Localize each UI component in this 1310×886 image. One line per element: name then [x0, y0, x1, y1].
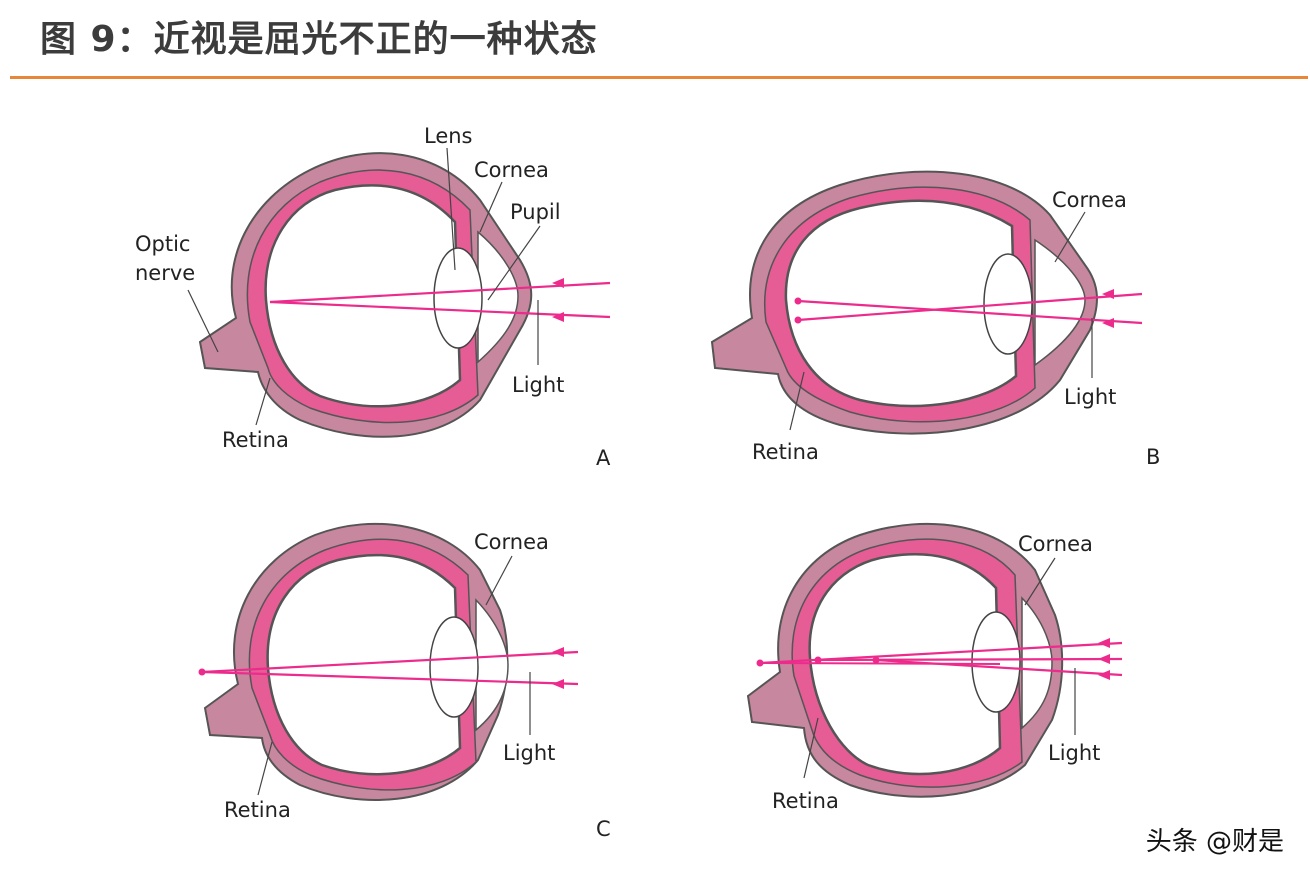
panel-letter-b: B	[1146, 445, 1160, 469]
label-cornea-d: Cornea	[1018, 532, 1093, 556]
label-retina-d: Retina	[772, 789, 839, 813]
title-divider	[10, 76, 1308, 79]
label-cornea-b: Cornea	[1052, 188, 1127, 212]
eye-panel-b: Cornea Light Retina B	[710, 170, 1160, 469]
eye-panel-d: Cornea Light Retina	[746, 522, 1123, 813]
label-lens: Lens	[424, 124, 473, 148]
header: 图 9：近视是屈光不正的一种状态	[0, 0, 1310, 80]
label-nerve: nerve	[135, 261, 195, 285]
panel-letter-a: A	[596, 446, 611, 470]
label-light-b: Light	[1064, 385, 1116, 409]
label-retina-a: Retina	[222, 428, 289, 452]
eye-panel-a: Lens Cornea Pupil Optic nerve Light Reti…	[135, 124, 611, 470]
eye-panel-c: Cornea Light Retina C	[198, 522, 611, 841]
source-watermark: 头条 @财是	[1145, 827, 1284, 857]
label-light-d: Light	[1048, 741, 1100, 765]
diagram-canvas: Lens Cornea Pupil Optic nerve Light Reti…	[0, 82, 1310, 882]
label-retina-b: Retina	[752, 440, 819, 464]
eye-diagram-svg: Lens Cornea Pupil Optic nerve Light Reti…	[135, 124, 1160, 841]
label-cornea-c: Cornea	[474, 530, 549, 554]
panel-letter-c: C	[596, 817, 611, 841]
label-optic: Optic	[135, 232, 190, 256]
figure-title: 图 9：近视是屈光不正的一种状态	[40, 19, 598, 60]
label-light-a: Light	[512, 373, 564, 397]
label-pupil: Pupil	[510, 200, 561, 224]
label-cornea-a: Cornea	[474, 158, 549, 182]
label-light-c: Light	[503, 741, 555, 765]
label-retina-c: Retina	[224, 798, 291, 822]
